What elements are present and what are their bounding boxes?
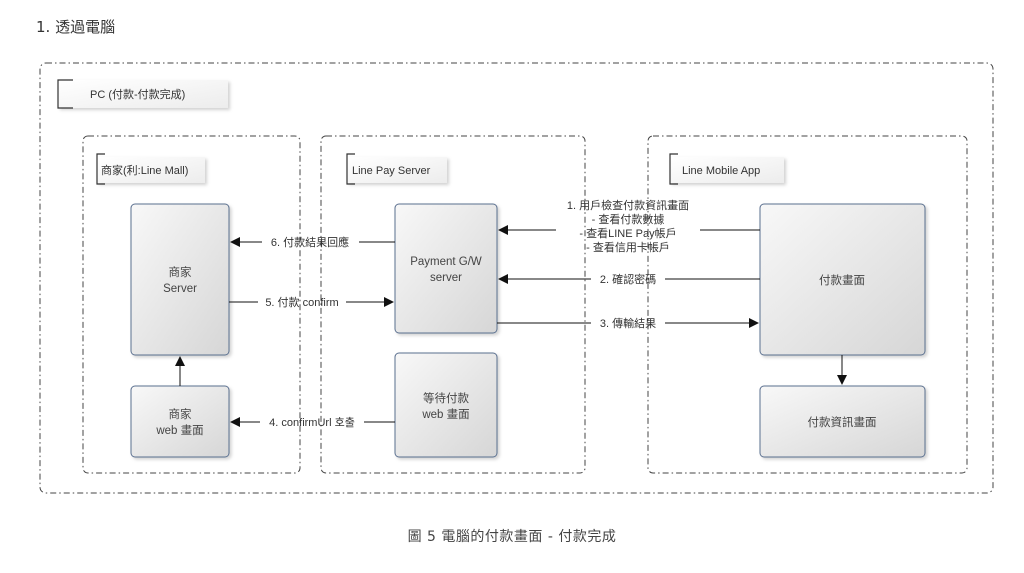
section-heading: 1. 透過電腦 (36, 18, 116, 36)
arrow-step5: 5. 付款 confirm (229, 295, 394, 309)
payment-info-screen-label: 付款資訊畫面 (808, 415, 877, 429)
arrow-step3: 3. 傳輸結果 (497, 316, 759, 330)
arrow-step4: 4. confirmUrl 호출 (230, 416, 395, 429)
arrow-step4-label: 4. confirmUrl 호출 (269, 416, 355, 429)
figure-caption: 圖 5 電腦的付款畫面 - 付款完成 (407, 529, 617, 545)
linepay-label: Line Pay Server (352, 165, 431, 177)
mobile-app-container (647, 135, 968, 474)
arrow-step1-label-line2: - 查看付款數據 (592, 212, 665, 226)
merchant-web-node: 商家 web 畫面 (130, 385, 230, 458)
arrow-step1-label-line4: - 查看信用卡帳戶 (586, 240, 670, 254)
arrow-step1: 1. 用戶檢查付款資訊畫面 - 查看付款數據 - 查看LINE Pay帳戶 - … (498, 198, 760, 254)
arrow-step3-label: 3. 傳輸結果 (600, 316, 656, 330)
arrow-step2-label: 2. 確認密碼 (600, 272, 656, 286)
payment-screen-node: 付款畫面 (759, 203, 926, 356)
arrow-step5-label: 5. 付款 confirm (265, 295, 338, 309)
arrow-step2: 2. 確認密碼 (498, 272, 760, 286)
merchant-web-line1: 商家 (169, 407, 192, 421)
waiting-web-node: 等待付款 web 畫面 (394, 352, 498, 458)
merchant-server-line2: Server (163, 283, 197, 295)
pc-label: PC (付款-付款完成) (90, 87, 185, 101)
arrow-step1-label-line1: 1. 用戶檢查付款資訊畫面 (567, 198, 689, 212)
merchant-web-line2: web 畫面 (155, 423, 203, 437)
merchant-server-line1: 商家 (169, 265, 192, 279)
pc-label-tag: PC (付款-付款完成) (57, 79, 228, 109)
merchant-container (82, 135, 301, 474)
merchant-label: 商家(利:Line Mall) (101, 163, 188, 177)
payment-info-screen-node: 付款資訊畫面 (759, 385, 926, 458)
arrow-step1-label-line3: - 查看LINE Pay帳戶 (579, 226, 676, 240)
mobile-app-label-tag: Line Mobile App (669, 153, 784, 185)
merchant-label-tag: 商家(利:Line Mall) (96, 153, 205, 185)
waiting-web-line1: 等待付款 (423, 391, 469, 405)
merchant-server-node: 商家 Server (130, 203, 230, 356)
arrow-step6: 6. 付款結果回應 (230, 235, 395, 249)
payment-gw-line1: Payment G/W (410, 256, 482, 268)
payment-screen-label: 付款畫面 (819, 273, 865, 287)
linepay-label-tag: Line Pay Server (346, 153, 447, 185)
arrow-step6-label: 6. 付款結果回應 (271, 235, 349, 249)
payment-gw-node: Payment G/W server (394, 203, 498, 334)
linepay-server-container (320, 135, 586, 474)
mobile-app-label: Line Mobile App (682, 165, 760, 177)
waiting-web-line2: web 畫面 (421, 407, 469, 421)
payment-gw-line2: server (430, 272, 462, 284)
